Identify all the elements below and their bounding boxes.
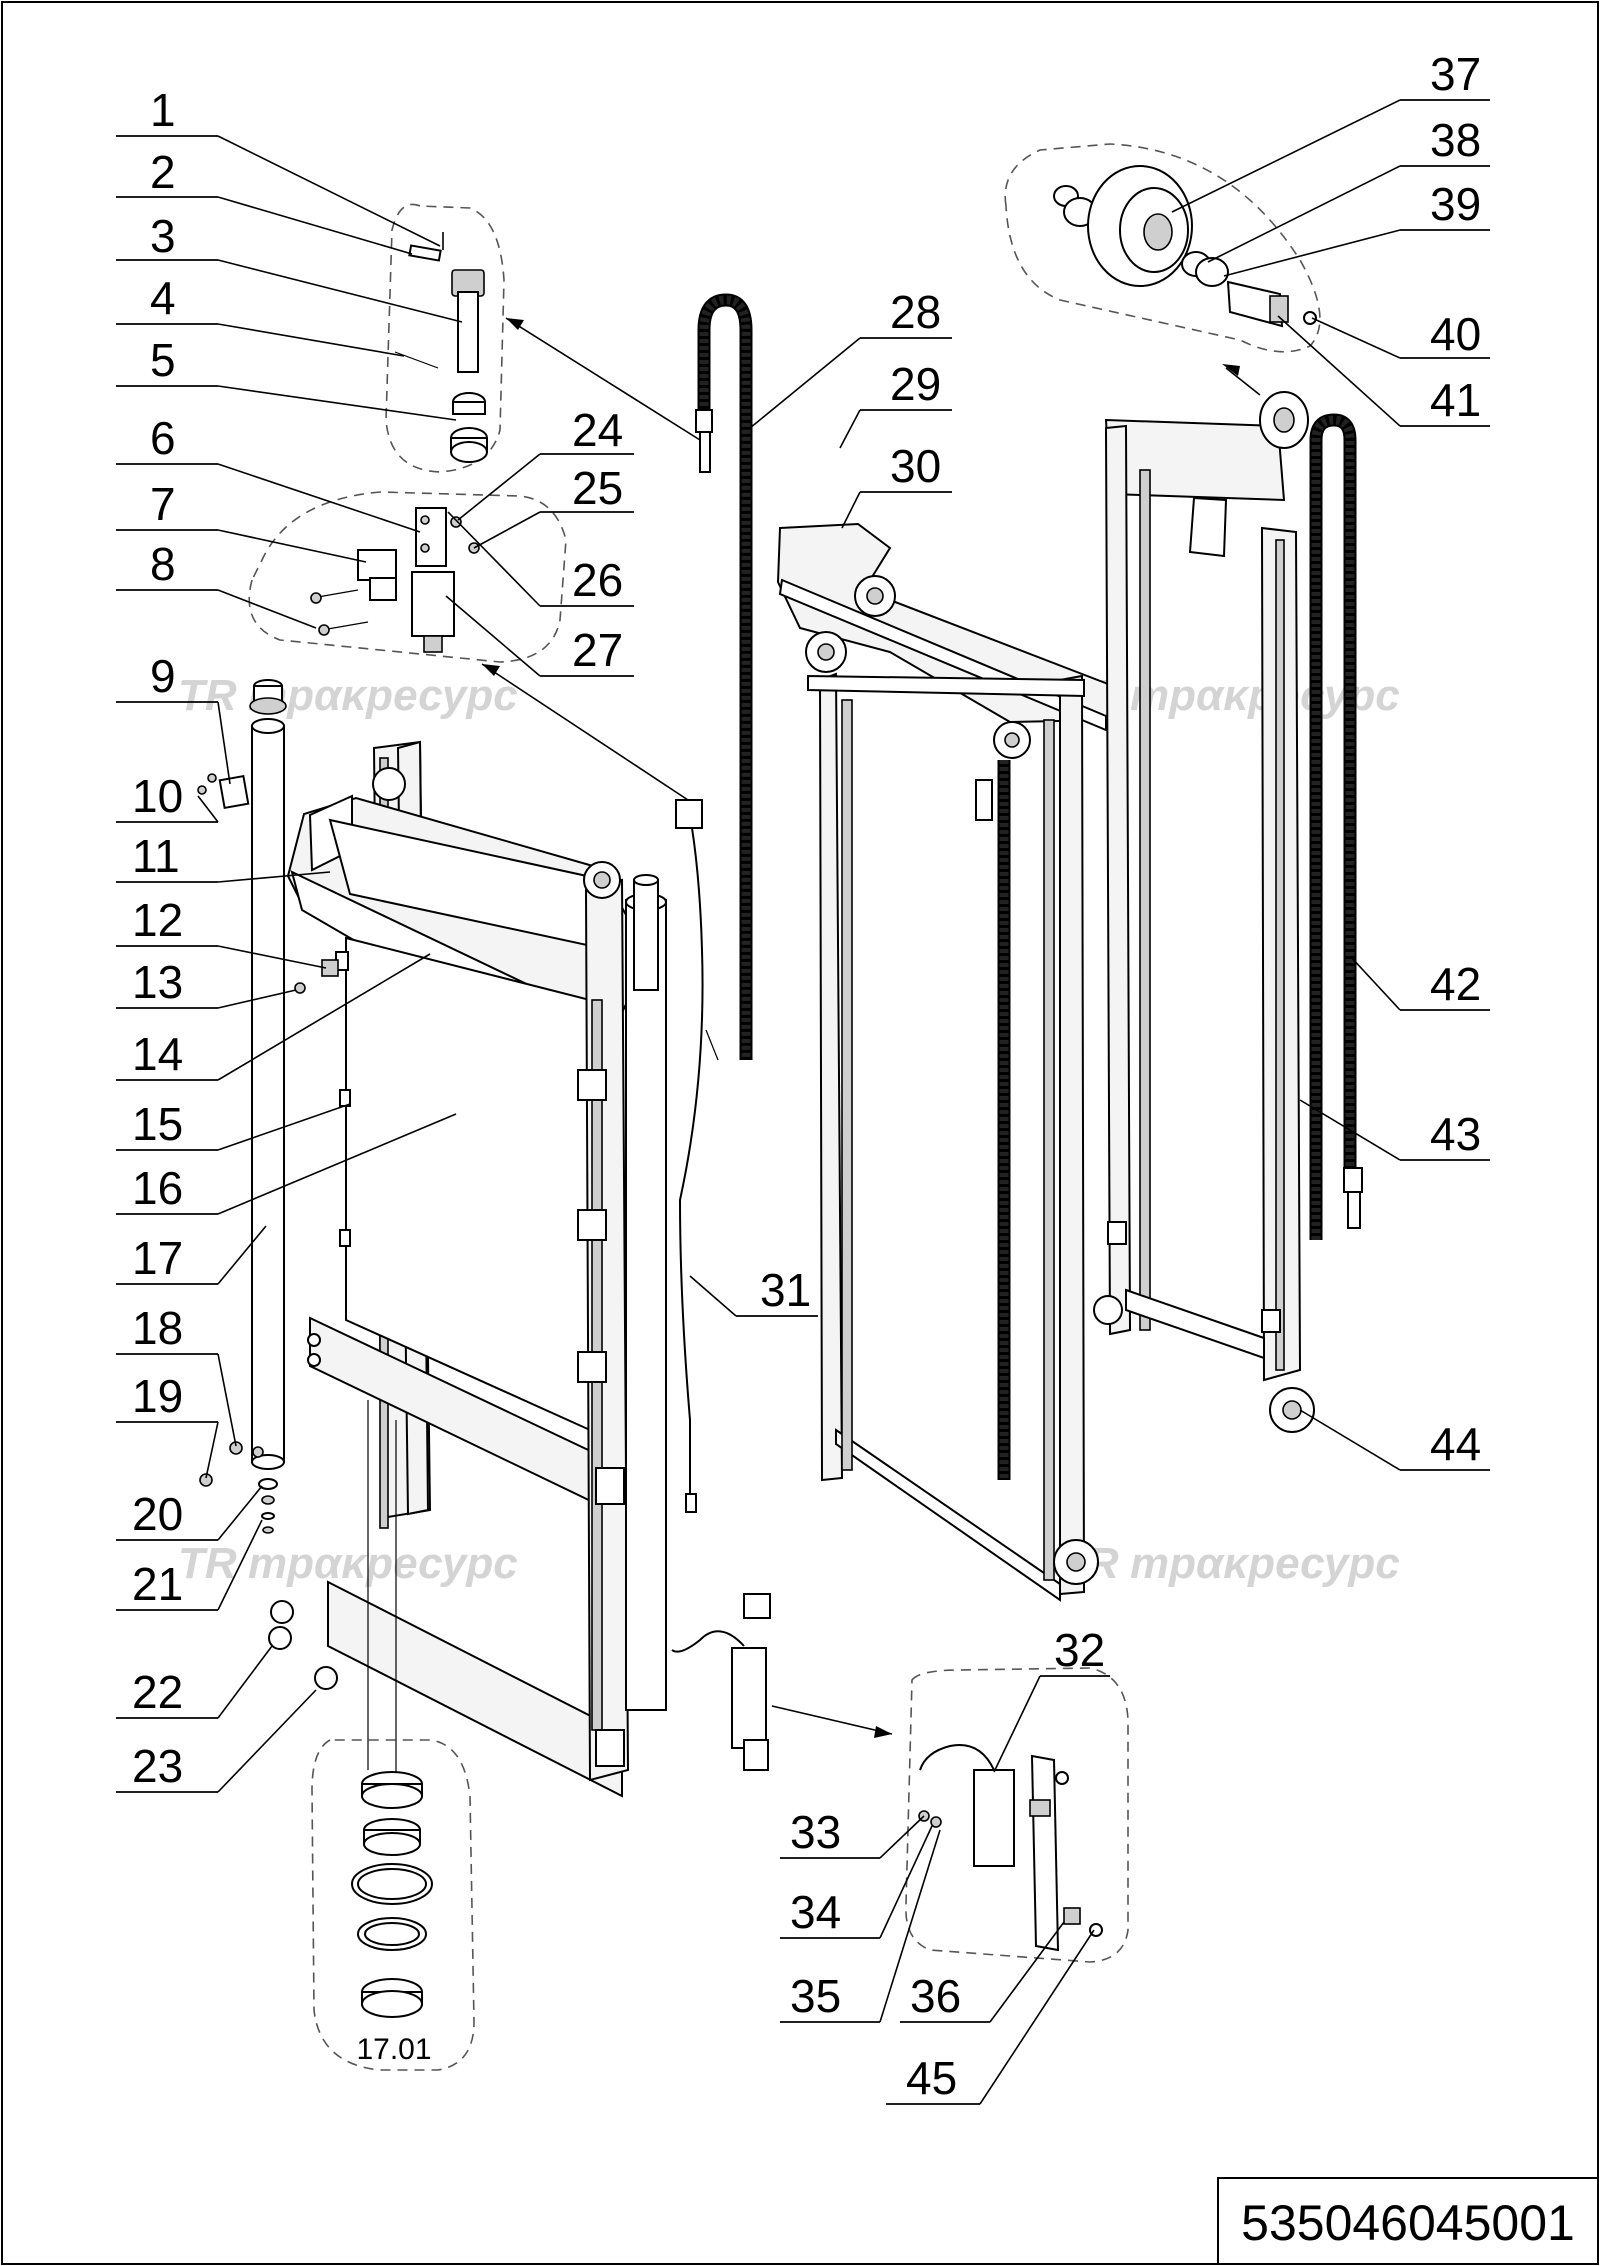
callout-19: 19 — [132, 1370, 183, 1422]
callout-41: 41 — [1430, 374, 1481, 426]
svg-text:TR: TR — [178, 671, 237, 720]
callout-12: 12 — [132, 894, 183, 946]
callout-10: 10 — [132, 770, 183, 822]
callout-15: 15 — [132, 1098, 183, 1150]
callout-11: 11 — [132, 830, 180, 882]
document-code: 535046045001 — [1241, 2195, 1575, 2251]
callout-8: 8 — [150, 538, 176, 590]
seal-kit-17-01: 17.01 — [311, 1739, 475, 2071]
svg-text:трακресурс: трακресурс — [248, 671, 518, 720]
callout-9: 9 — [150, 650, 176, 702]
callout-39: 39 — [1430, 178, 1481, 230]
callout-42: 42 — [1430, 958, 1481, 1010]
callout-27: 27 — [572, 624, 623, 676]
chain-28 — [695, 293, 753, 1060]
callout-22: 22 — [132, 1666, 183, 1718]
callout-45: 45 — [906, 2052, 957, 2104]
callout-7: 7 — [150, 478, 176, 530]
callout-1: 1 — [150, 84, 176, 136]
callout-24: 24 — [572, 404, 623, 456]
callout-26: 26 — [572, 554, 623, 606]
detail-arrows — [481, 317, 1261, 1738]
detail-sensor-bracket — [248, 491, 567, 663]
callout-36: 36 — [910, 1970, 961, 2022]
callout-17: 17 — [132, 1232, 183, 1284]
callout-20: 20 — [132, 1488, 183, 1540]
callout-16: 16 — [132, 1162, 183, 1214]
svg-text:TR: TR — [178, 1539, 237, 1588]
title-block: 535046045001 — [1217, 2177, 1599, 2265]
leader-lines — [116, 99, 1490, 2105]
seal-kit-label: 17.01 — [356, 2033, 431, 2066]
watermark-bottom-right: TR трακресурс — [1060, 1539, 1400, 1588]
callout-28: 28 — [890, 286, 941, 338]
callout-31: 31 — [760, 1264, 811, 1316]
svg-text:трακресурс: трακресурс — [1130, 1539, 1400, 1588]
callout-23: 23 — [132, 1740, 183, 1792]
callout-33: 33 — [790, 1806, 841, 1858]
right-outer-mast — [776, 413, 1363, 1602]
callout-3: 3 — [150, 210, 176, 262]
callout-numbers: 1 2 3 4 5 6 7 8 9 10 11 12 13 14 15 16 1… — [132, 48, 1481, 2104]
detail-limit-switch — [905, 1667, 1129, 1963]
callout-44: 44 — [1430, 1418, 1481, 1470]
callout-30: 30 — [890, 440, 941, 492]
callout-4: 4 — [150, 272, 176, 324]
callout-35: 35 — [790, 1970, 841, 2022]
callout-14: 14 — [132, 1028, 183, 1080]
callout-18: 18 — [132, 1302, 183, 1354]
callout-29: 29 — [890, 358, 941, 410]
wire-31 — [675, 799, 719, 1513]
svg-text:трακресурс: трακресурс — [248, 1539, 518, 1588]
watermark-top-left: TR трακресурс — [178, 671, 518, 720]
callout-40: 40 — [1430, 308, 1481, 360]
watermark-bottom-left: TR трακресурс — [178, 1539, 518, 1588]
callout-43: 43 — [1430, 1108, 1481, 1160]
lift-cylinder-17 — [197, 679, 339, 1690]
callout-6: 6 — [150, 412, 176, 464]
detail-chain-anchor — [385, 203, 505, 473]
detail-sheave — [1004, 143, 1321, 449]
callout-34: 34 — [790, 1886, 841, 1938]
callout-32: 32 — [1054, 1624, 1105, 1676]
callout-21: 21 — [132, 1558, 183, 1610]
callout-25: 25 — [572, 462, 623, 514]
limit-switch-in-place — [671, 1593, 771, 1771]
callout-13: 13 — [132, 956, 183, 1008]
callout-2: 2 — [150, 146, 176, 198]
callout-5: 5 — [150, 334, 176, 386]
callout-38: 38 — [1430, 114, 1481, 166]
left-mast-assembly — [286, 740, 667, 1798]
callout-37: 37 — [1430, 48, 1481, 100]
